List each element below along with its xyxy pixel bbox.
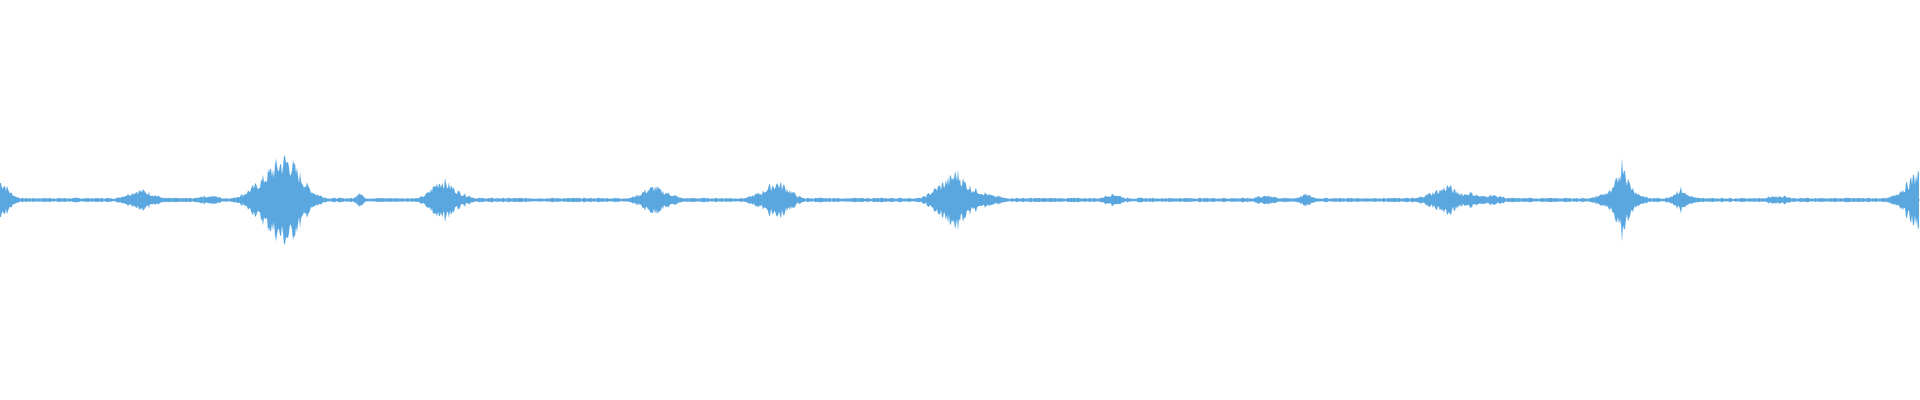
audio-waveform-view[interactable]	[0, 0, 1920, 400]
audio-waveform[interactable]	[0, 0, 1920, 400]
